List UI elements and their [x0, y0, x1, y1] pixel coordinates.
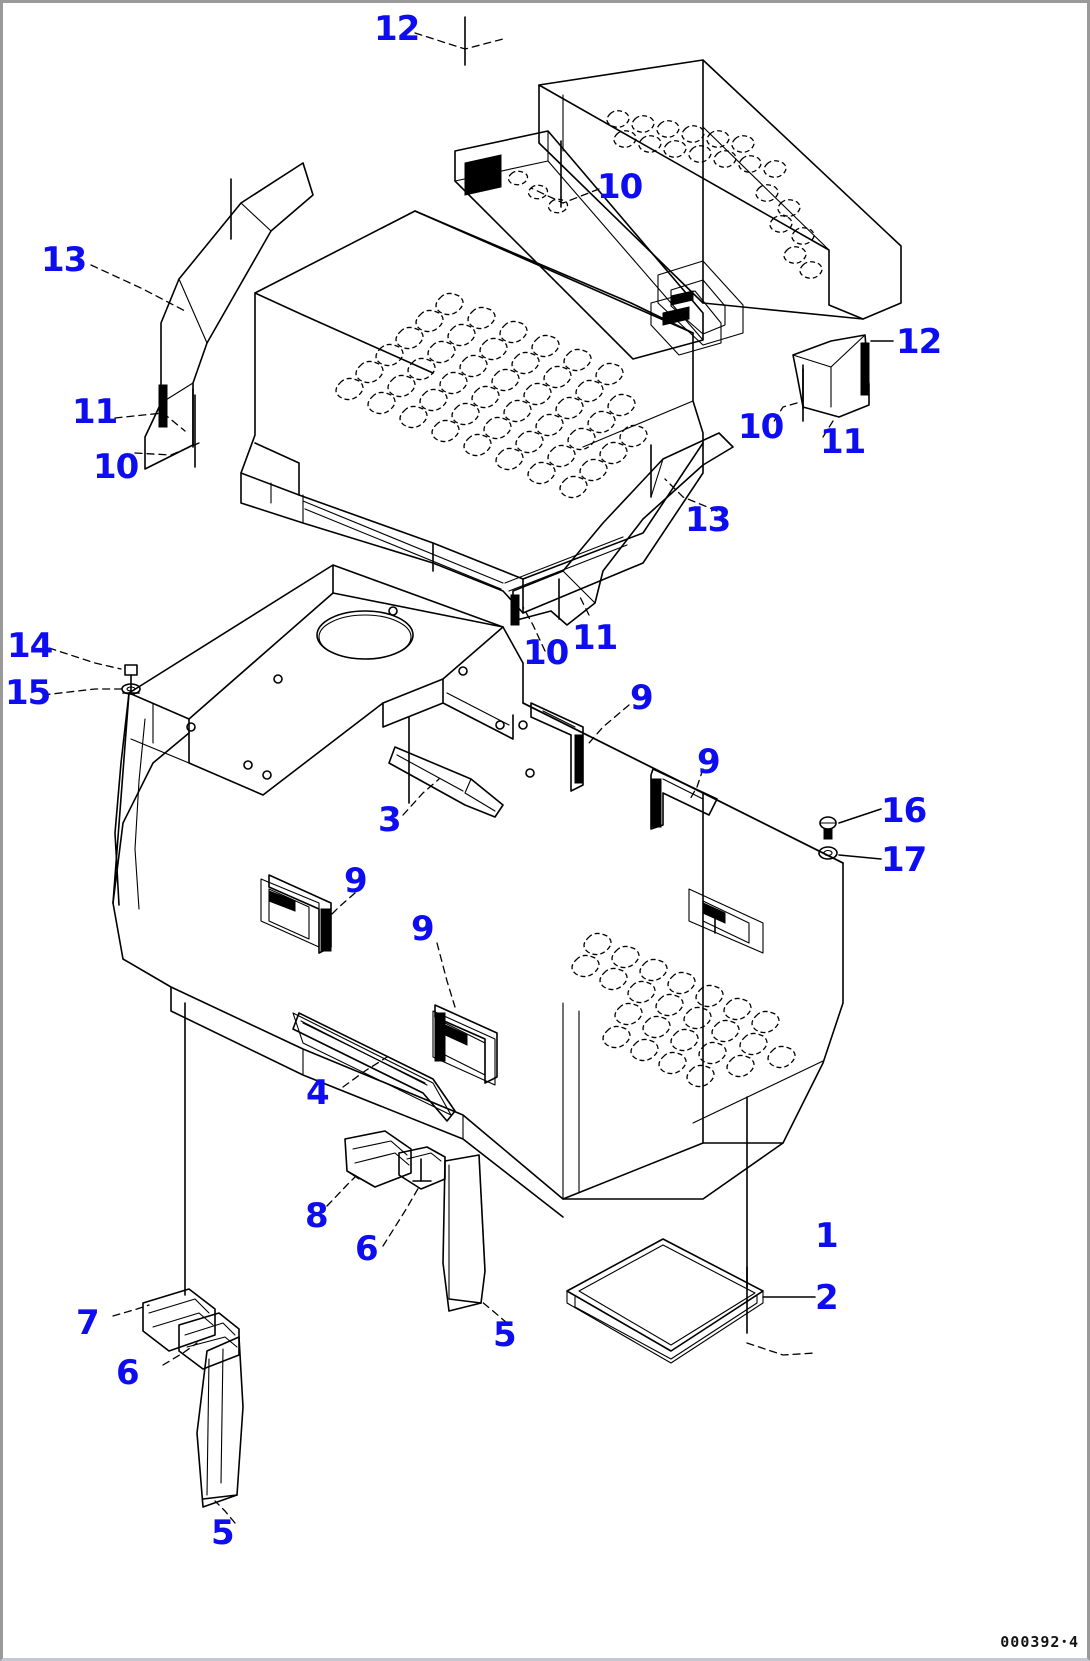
part-10-hinge-strip-upper: [454, 130, 722, 360]
callout-8[interactable]: 8: [305, 1196, 329, 1236]
deck-fasteners: [186, 606, 535, 780]
leader-15: [42, 688, 122, 696]
callout-11-right[interactable]: 11: [820, 422, 866, 462]
engine-hood-top-panel: [240, 210, 704, 614]
callout-3[interactable]: 3: [378, 800, 402, 840]
leader-11a: [114, 412, 186, 432]
part-17-washer-small: [818, 846, 838, 860]
left-side-latch-a: [260, 878, 320, 948]
leader-11b: [822, 420, 834, 438]
callout-6-right[interactable]: 6: [355, 1229, 379, 1269]
engine-hood-main-body: [112, 564, 844, 1218]
part-9-bracket-a: [530, 702, 584, 792]
part-1-cover-plate: [566, 1238, 764, 1364]
part-13-right-seal-edge: [510, 432, 734, 626]
part-3-handle-strip: [388, 746, 504, 818]
leader-9d: [436, 942, 456, 1008]
leader-2: [746, 1342, 816, 1356]
part-7-rubber-cushion-left: [142, 1288, 216, 1352]
part-5-seal-strip-right: [442, 1154, 486, 1312]
callout-15[interactable]: 15: [5, 673, 51, 713]
part-9-bracket-c: [268, 874, 332, 954]
callout-2[interactable]: 2: [815, 1278, 839, 1318]
right-shoulder-latch: [688, 888, 764, 954]
callout-10-top[interactable]: 10: [597, 167, 643, 207]
callout-10-right[interactable]: 10: [738, 407, 784, 447]
leader-11c: [578, 594, 590, 616]
callout-14[interactable]: 14: [7, 626, 53, 666]
callout-13-left[interactable]: 13: [41, 240, 87, 280]
callout-12-right[interactable]: 12: [896, 322, 942, 362]
part-15-washer: [121, 683, 141, 695]
leader-6b: [162, 1342, 198, 1366]
leader-13b: [664, 478, 718, 512]
leader-4: [342, 1056, 388, 1088]
part-4-handle-strip: [292, 1012, 456, 1122]
leader-17: [838, 854, 882, 860]
leader-7: [112, 1304, 150, 1317]
callout-5-right[interactable]: 5: [493, 1315, 517, 1355]
leader-10c: [134, 442, 200, 456]
leader-10d: [522, 606, 546, 652]
leader-10a: [530, 187, 600, 204]
callout-9-d[interactable]: 9: [411, 909, 435, 949]
callout-16[interactable]: 16: [881, 791, 927, 831]
leader-16: [838, 808, 882, 824]
leader-12a: [414, 32, 504, 50]
leader-14: [48, 647, 122, 670]
leader-8: [326, 1176, 356, 1207]
part-13-left-seal-edge: [144, 162, 314, 470]
part-8-rubber-cushion: [344, 1130, 412, 1188]
callout-11-left[interactable]: 11: [72, 392, 118, 432]
callout-6-left[interactable]: 6: [116, 1353, 140, 1393]
part-12-side-panel-right-upper: [538, 59, 902, 346]
leader-9a: [588, 704, 630, 744]
callout-9-a[interactable]: 9: [630, 678, 654, 718]
callout-17[interactable]: 17: [881, 840, 927, 880]
callout-9-b[interactable]: 9: [697, 742, 721, 782]
leader-9c: [328, 892, 356, 918]
callout-1[interactable]: 1: [815, 1216, 839, 1256]
callout-10-center[interactable]: 10: [523, 633, 569, 673]
callout-11-center[interactable]: 11: [572, 618, 618, 658]
hood-top-perforations: [335, 292, 648, 499]
part-12-side-panel-right-lower: [792, 334, 870, 418]
callout-4[interactable]: 4: [306, 1073, 330, 1113]
leader-5b: [214, 1500, 236, 1524]
leader-13a: [90, 264, 186, 312]
leader-6a: [382, 1186, 420, 1247]
part-16-screw: [819, 816, 837, 840]
drawing-number: 000392･4: [1000, 1633, 1079, 1651]
part-9-bracket-d: [434, 1004, 498, 1084]
callout-12-top[interactable]: 12: [374, 9, 420, 49]
leader-10b: [772, 402, 798, 424]
leader-5a: [480, 1300, 508, 1324]
part-6-rubber-cushion-right: [398, 1146, 446, 1190]
part-6-rubber-cushion-left: [178, 1312, 240, 1370]
part-9-bracket-b: [650, 768, 718, 830]
part-5-seal-strip-left: [196, 1336, 244, 1508]
callout-9-c[interactable]: 9: [344, 861, 368, 901]
callout-10-left[interactable]: 10: [93, 447, 139, 487]
body-right-perforations: [571, 932, 796, 1088]
access-hole: [316, 610, 414, 660]
technical-line-artwork: [42, 16, 902, 1524]
callout-7[interactable]: 7: [76, 1303, 100, 1343]
leader-9b: [688, 768, 704, 802]
panel-perforations: [606, 110, 823, 279]
callout-5-left[interactable]: 5: [211, 1513, 235, 1553]
callout-13-right[interactable]: 13: [685, 500, 731, 540]
leader-3: [402, 778, 440, 816]
